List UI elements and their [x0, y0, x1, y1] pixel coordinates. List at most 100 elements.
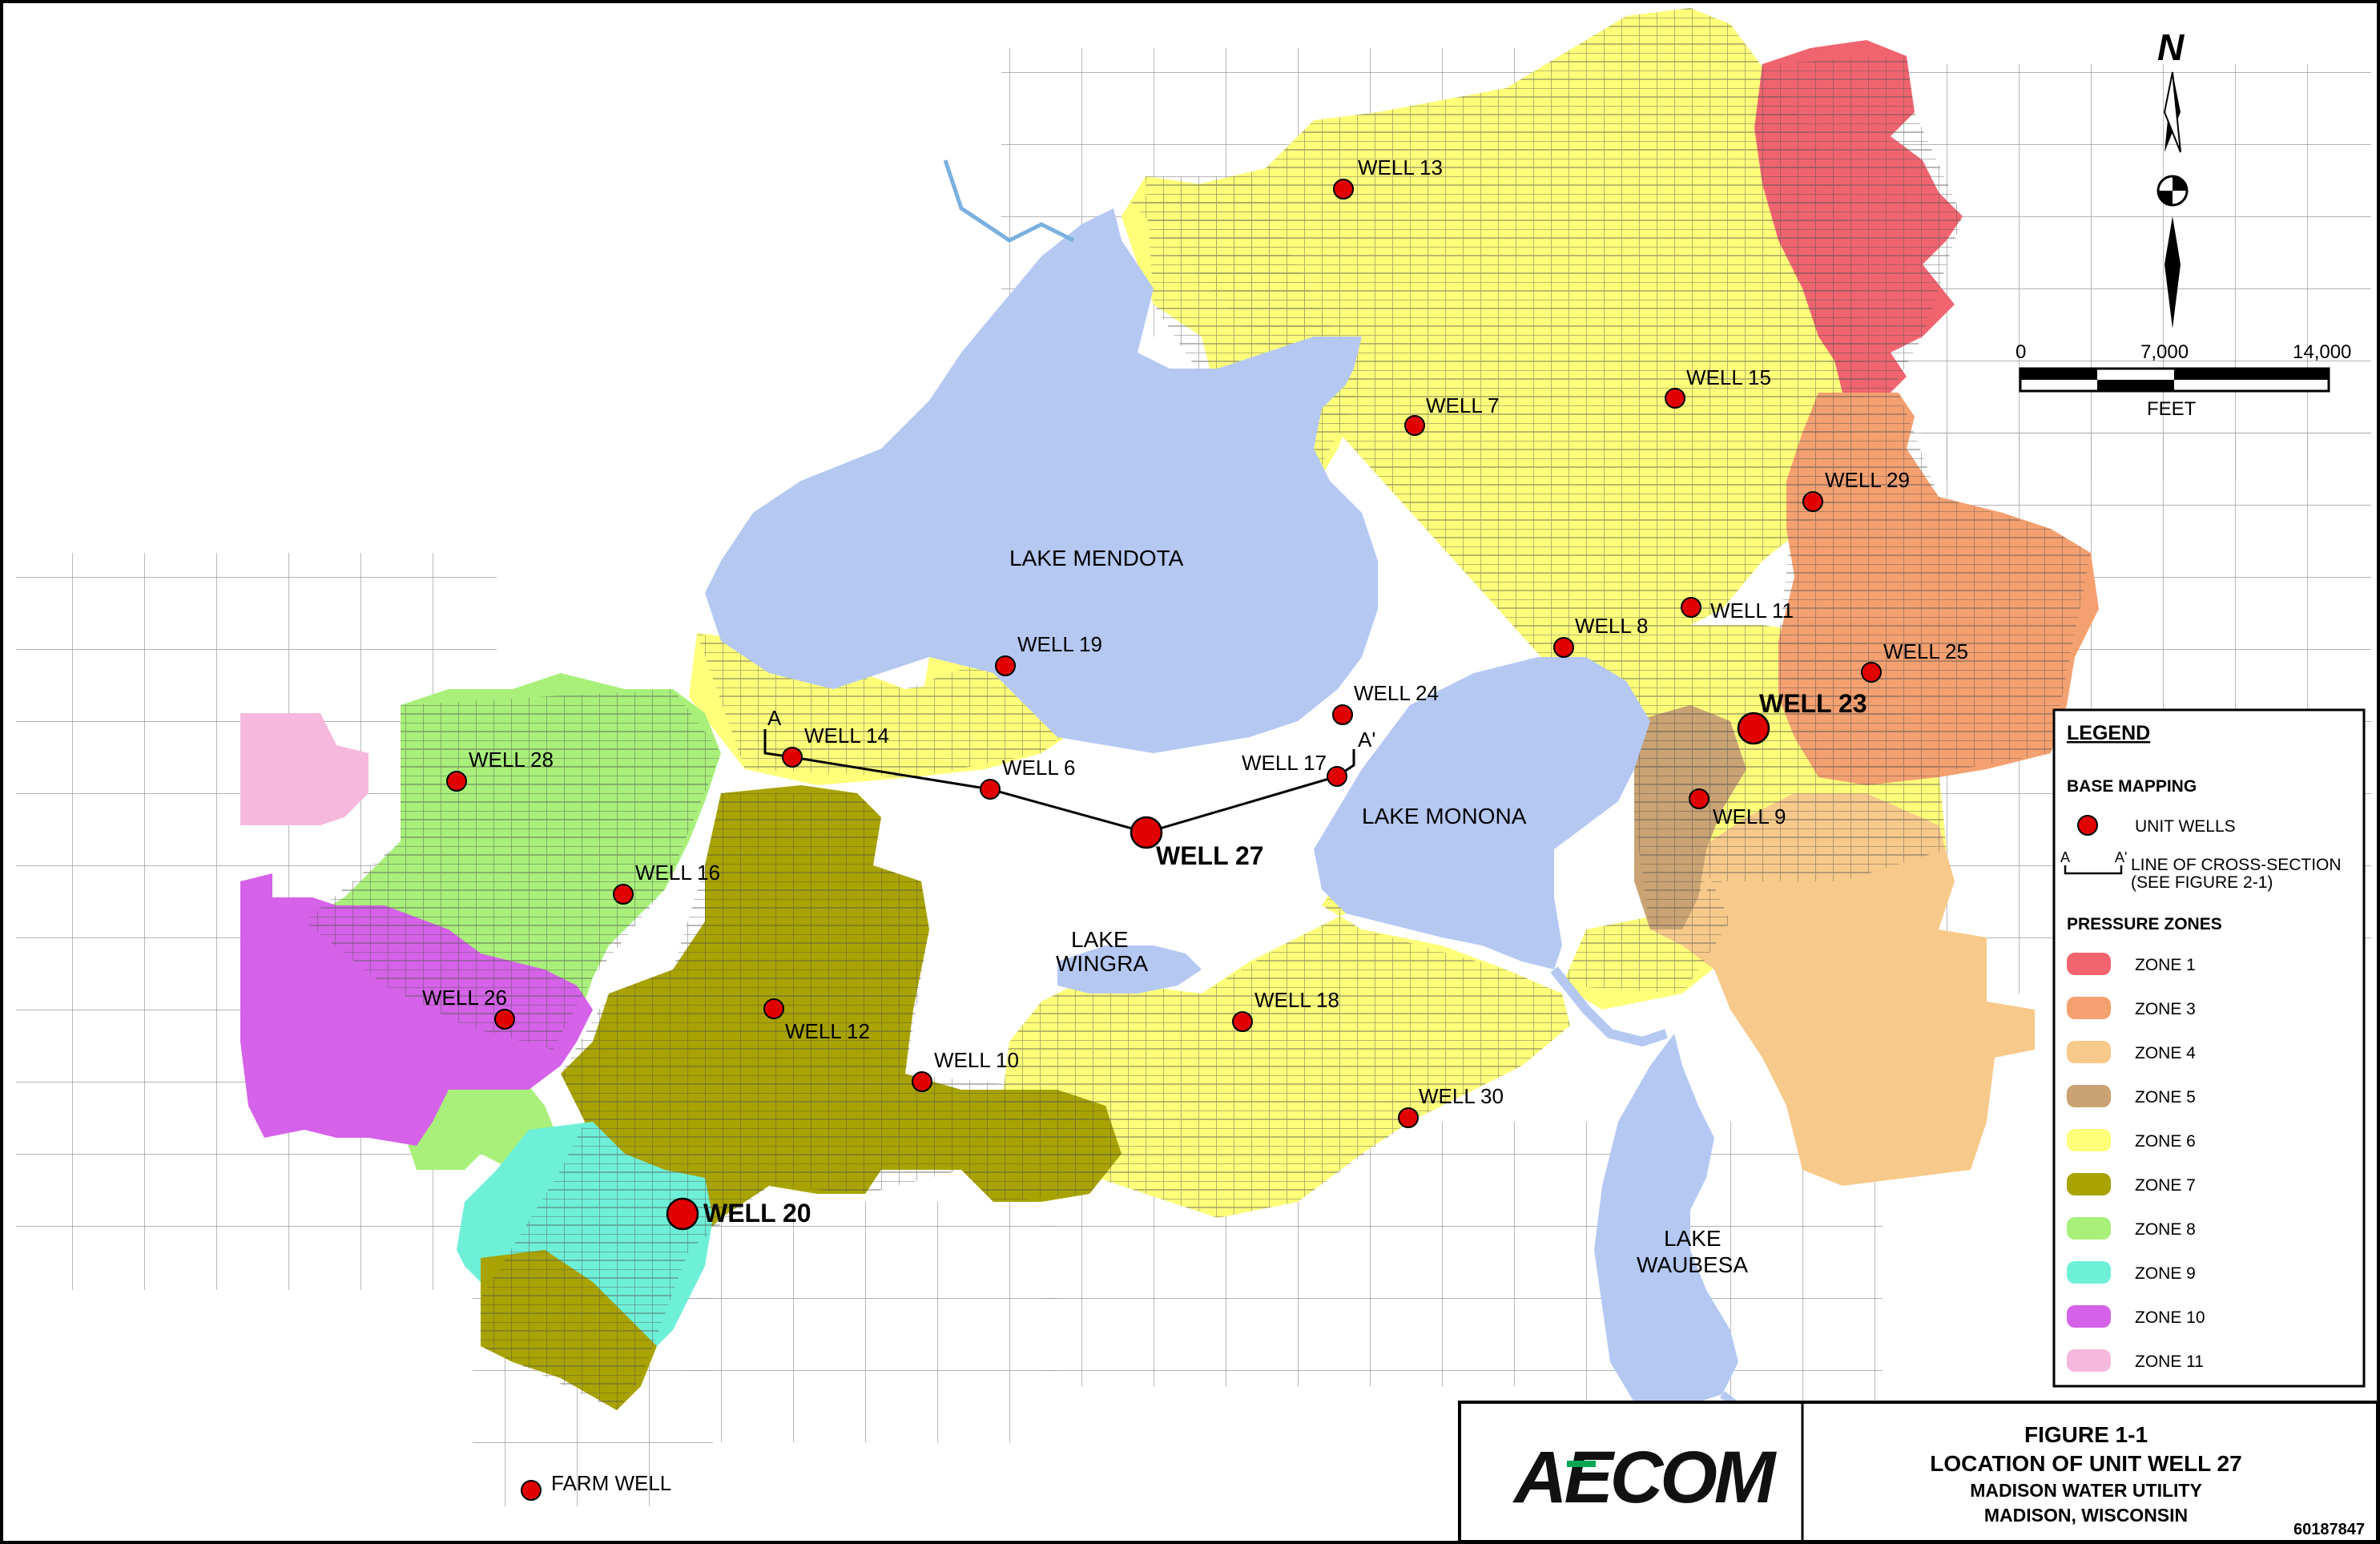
yahara-river — [1550, 966, 1668, 1047]
urban-street-texture — [304, 8, 2091, 1410]
svg-text:WELL 19: WELL 19 — [1017, 632, 1102, 656]
svg-text:WELL 20: WELL 20 — [703, 1199, 811, 1228]
lake-wingra — [1057, 945, 1202, 994]
legend-zone-3: ZONE 3 — [2135, 1000, 2196, 1018]
legend-zone-1: ZONE 1 — [2135, 956, 2196, 974]
figure-title: LOCATION OF UNIT WELL 27 — [1930, 1451, 2241, 1476]
north-creek — [943, 159, 1075, 243]
well-18: WELL 18 — [1232, 988, 1339, 1032]
well-12: WELL 12 — [763, 998, 870, 1043]
svg-text:WELL 7: WELL 7 — [1426, 393, 1500, 417]
legend-title: LEGEND — [2067, 722, 2150, 744]
cross-section-a: A — [767, 706, 782, 730]
legend-zone-8: ZONE 8 — [2135, 1220, 2196, 1239]
legend-unit-wells: UNIT WELLS — [2135, 817, 2236, 836]
well-8: WELL 8 — [1553, 614, 1649, 658]
svg-text:WELL 15: WELL 15 — [1686, 365, 1771, 389]
scale-tick-1: 7,000 — [2140, 341, 2189, 363]
label-lake-waubesa-2: WAUBESA — [1637, 1252, 1748, 1277]
legend-zone-7: ZONE 7 — [2135, 1176, 2196, 1195]
svg-text:WELL 27: WELL 27 — [1156, 841, 1264, 870]
label-lake-monona: LAKE MONONA — [1362, 804, 1527, 828]
scale-bar: 0 7,000 14,000 FEET — [2016, 341, 2351, 420]
well-13: WELL 13 — [1333, 155, 1443, 200]
legend-cross-line-1: LINE OF CROSS-SECTION — [2131, 856, 2342, 874]
legend-cross-a: A — [2060, 849, 2070, 865]
zone-10-area — [240, 873, 593, 1146]
lake-monona — [1314, 657, 1650, 970]
svg-text:WELL 14: WELL 14 — [804, 724, 889, 748]
zone-11-area — [240, 713, 368, 825]
well-6: WELL 6 — [980, 756, 1076, 800]
svg-text:WELL 11: WELL 11 — [1710, 599, 1794, 623]
figure-number: FIGURE 1-1 — [2024, 1422, 2148, 1447]
legend-pressure-zones: PRESSURE ZONES — [2067, 915, 2222, 933]
well-27: WELL 27 — [1130, 816, 1264, 870]
well-11: WELL 11 — [1681, 597, 1794, 623]
svg-text:FARM WELL: FARM WELL — [551, 1471, 671, 1495]
project-number: 60187847 — [2293, 1521, 2365, 1538]
north-arrow: N — [2156, 26, 2189, 329]
legend: LEGEND BASE MAPPING UNIT WELLS A A' LINE… — [2052, 708, 2366, 1388]
well-20: WELL 20 — [666, 1197, 811, 1231]
svg-text:WELL 16: WELL 16 — [635, 861, 720, 885]
svg-text:WELL 29: WELL 29 — [1825, 468, 1910, 492]
svg-text:WELL 12: WELL 12 — [785, 1019, 870, 1043]
svg-text:WELL 9: WELL 9 — [1713, 804, 1786, 828]
legend-cross-line-2: (SEE FIGURE 2-1) — [2131, 873, 2273, 892]
svg-text:WELL 23: WELL 23 — [1759, 689, 1867, 718]
svg-text:WELL 26: WELL 26 — [422, 986, 507, 1010]
unit-wells: WELL 13 WELL 7 WELL 15 WELL 29 WELL 11 W… — [422, 155, 1968, 1501]
svg-text:WELL 30: WELL 30 — [1419, 1084, 1504, 1108]
svg-text:WELL 10: WELL 10 — [934, 1048, 1019, 1072]
well-30: WELL 30 — [1398, 1084, 1504, 1128]
well-24: WELL 24 — [1332, 681, 1439, 725]
lake-waubesa — [1594, 1034, 1738, 1410]
north-letter: N — [2157, 26, 2185, 68]
well-16: WELL 16 — [613, 861, 720, 905]
well-25: WELL 25 — [1861, 639, 1968, 683]
scale-unit: FEET — [2147, 398, 2197, 420]
legend-zone-6: ZONE 6 — [2135, 1132, 2196, 1151]
well-29: WELL 29 — [1802, 468, 1910, 512]
aecom-logo: AECOM — [1512, 1437, 1781, 1518]
farm-well: FARM WELL — [521, 1471, 671, 1501]
well-14: WELL 14 — [782, 724, 889, 768]
legend-zone-4: ZONE 4 — [2135, 1044, 2196, 1062]
legend-base-mapping: BASE MAPPING — [2067, 777, 2197, 796]
legend-zone-10: ZONE 10 — [2135, 1308, 2205, 1327]
scale-tick-2: 14,000 — [2293, 341, 2351, 363]
svg-text:AECOM: AECOM — [1512, 1437, 1778, 1518]
label-lake-wingra-2: WINGRA — [1056, 951, 1148, 976]
well-17: WELL 17 — [1242, 751, 1347, 787]
svg-text:WELL 28: WELL 28 — [469, 748, 554, 772]
well-23: WELL 23 — [1737, 689, 1867, 745]
well-10: WELL 10 — [912, 1048, 1019, 1092]
well-28: WELL 28 — [446, 748, 554, 792]
label-lake-mendota: LAKE MENDOTA — [1009, 546, 1184, 570]
label-lake-wingra-1: LAKE — [1071, 927, 1129, 952]
client-location: MADISON, WISCONSIN — [1984, 1505, 2188, 1526]
well-19: WELL 19 — [995, 632, 1102, 676]
lake-labels: LAKE MENDOTA LAKE MONONA LAKE WINGRA LAK… — [1009, 546, 1748, 1277]
svg-text:WELL 8: WELL 8 — [1575, 614, 1649, 638]
svg-text:WELL 24: WELL 24 — [1354, 681, 1439, 705]
svg-text:WELL 25: WELL 25 — [1883, 639, 1968, 663]
client-name: MADISON WATER UTILITY — [1970, 1480, 2202, 1501]
well-15: WELL 15 — [1665, 365, 1771, 409]
zone-4-area — [1642, 793, 2035, 1186]
well-9: WELL 9 — [1689, 788, 1786, 828]
svg-text:WELL 18: WELL 18 — [1254, 988, 1339, 1012]
svg-text:WELL 13: WELL 13 — [1358, 155, 1443, 179]
cross-section-a-prime: A' — [1358, 728, 1375, 752]
legend-zone-11: ZONE 11 — [2135, 1353, 2204, 1371]
legend-cross-a-prime: A' — [2115, 849, 2127, 865]
svg-text:WELL 17: WELL 17 — [1242, 751, 1327, 775]
legend-zone-9: ZONE 9 — [2135, 1264, 2196, 1283]
label-lake-waubesa-1: LAKE — [1664, 1226, 1722, 1251]
scale-tick-0: 0 — [2016, 341, 2026, 363]
legend-zone-swatches — [2067, 953, 2111, 1372]
lake-mendota — [705, 208, 1378, 753]
well-26: WELL 26 — [422, 986, 515, 1030]
